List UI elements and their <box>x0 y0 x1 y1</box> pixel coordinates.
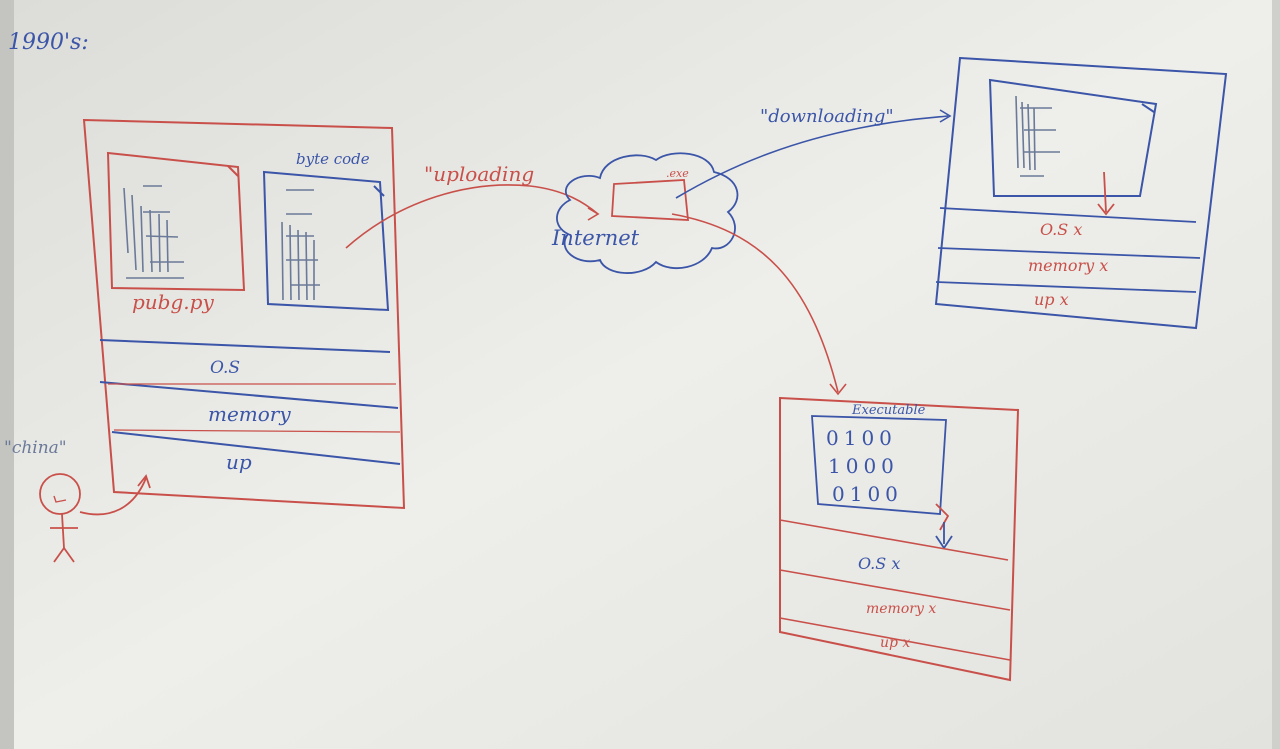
bytecode-box <box>262 170 390 312</box>
exe-layer-up: up x <box>880 635 911 651</box>
source-layer-memory: memory <box>208 402 291 426</box>
target-layer-memory: memory x <box>1028 256 1109 275</box>
target-layer-os: O.S x <box>1040 220 1083 239</box>
exe-layer-memory: memory x <box>866 601 937 617</box>
exe-layers <box>779 519 1011 661</box>
source-file-box <box>106 151 246 292</box>
exe-layer-os: O.S x <box>858 554 901 573</box>
exe-binary-row-2: 1000 <box>828 454 899 478</box>
source-file-lines <box>123 185 184 279</box>
bytecode-label: byte code <box>296 150 370 168</box>
exe-file-box <box>811 415 953 550</box>
target-file-lines <box>1015 95 1060 177</box>
source-layer-os: O.S <box>210 358 240 378</box>
upload-arrow <box>345 184 600 249</box>
era-label: 1990's: <box>8 30 89 55</box>
exe-machine-outline <box>779 396 1020 682</box>
exe-title: Executable <box>852 403 926 418</box>
source-machine-outline <box>82 118 406 510</box>
exe-binary-row-3: 0100 <box>832 482 903 506</box>
exe-binary-row-1: 0100 <box>826 426 897 450</box>
user-label: "china" <box>4 438 67 458</box>
user-figure <box>39 473 151 563</box>
cloud-file-label: .exe <box>666 167 689 180</box>
download-arrow <box>675 109 952 199</box>
source-machine-layers <box>99 339 401 465</box>
cloud-exe-box <box>611 179 689 221</box>
source-layer-up: up <box>226 450 252 474</box>
download-label: "downloading" <box>760 106 894 127</box>
target-layers <box>935 171 1201 293</box>
target-layer-up: up x <box>1034 290 1069 309</box>
upload-label: "uploading <box>424 162 535 186</box>
target-machine-outline <box>934 56 1228 330</box>
source-file-label: pubg.py <box>132 290 214 314</box>
bytecode-lines <box>281 189 320 301</box>
cloud-label: Internet <box>552 226 640 250</box>
target-file-box <box>988 78 1158 197</box>
exe-arrow <box>671 213 847 396</box>
